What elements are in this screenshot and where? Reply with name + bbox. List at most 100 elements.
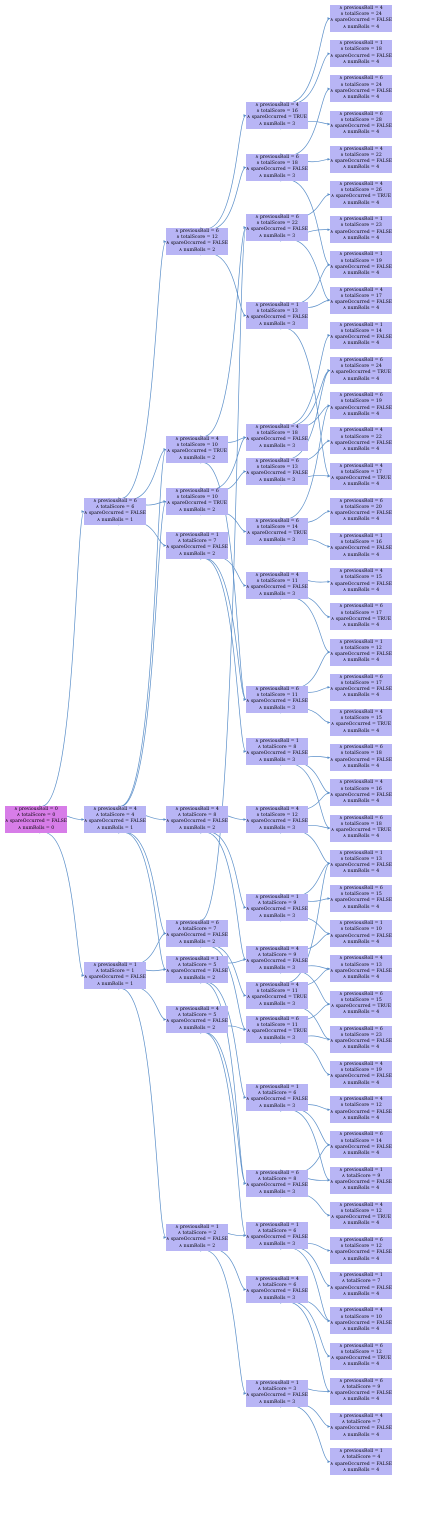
state-line: ∧ previousRoll = 1: [339, 1449, 383, 1455]
transition-edge: [279, 1040, 331, 1076]
transition-edge: [117, 500, 167, 807]
state-line: ∧ numRolls = 4: [342, 130, 380, 136]
state-line: ∧ numRolls = 3: [258, 1399, 296, 1405]
state-line: ∧ previousRoll = 6: [255, 519, 299, 524]
state-line: ∧ totalScore = 5: [177, 1013, 217, 1019]
state-line: ∧ numRolls = 4: [342, 482, 380, 488]
state-line: ∧ numRolls = 2: [178, 975, 216, 981]
state-line: ∧ previousRoll = 4: [339, 569, 383, 575]
state-line: ∧ numRolls = 3: [258, 321, 296, 327]
state-line: ∧ spareOccurred = FALSE: [246, 819, 308, 825]
state-node: ∧ previousRoll = 6∧ totalScore = 13∧ spa…: [246, 458, 308, 485]
state-node: ∧ previousRoll = 6∧ totalScore = 12∧ spa…: [166, 228, 228, 255]
state-line: ∧ totalScore = 23: [340, 223, 382, 229]
state-line: ∧ totalScore = 24: [340, 82, 382, 88]
state-line: ∧ totalScore = 13: [256, 309, 298, 315]
state-line: ∧ numRolls = 2: [178, 455, 216, 461]
state-line: ∧ totalScore = 12: [340, 1103, 382, 1109]
state-node: ∧ previousRoll = 1∧ totalScore = 5∧ spar…: [166, 956, 228, 983]
state-line: ∧ totalScore = 12: [340, 1209, 382, 1214]
state-line: ∧ totalScore = 20: [340, 505, 382, 510]
state-node: ∧ previousRoll = 6∧ totalScore = 12∧ spa…: [330, 1237, 392, 1264]
state-line: ∧ spareOccurred = FALSE: [84, 975, 146, 981]
state-line: ∧ spareOccurred = FALSE: [330, 1285, 392, 1291]
state-line: ∧ previousRoll = 6: [175, 489, 219, 494]
state-line: ∧ numRolls = 2: [178, 1025, 216, 1031]
state-line: ∧ previousRoll = 6: [339, 886, 383, 891]
state-node: ∧ previousRoll = 4∧ totalScore = 12∧ spa…: [330, 1096, 392, 1124]
state-line: ∧ spareOccurred = FALSE: [5, 819, 67, 825]
state-line: ∧ numRolls = 2: [178, 507, 216, 513]
state-node: ∧ previousRoll = 1∧ totalScore = 9∧ spar…: [330, 1166, 392, 1194]
root-state-node: ∧ previousRoll = 0∧ totalScore = 0∧ spar…: [5, 806, 67, 833]
state-node: ∧ previousRoll = 1∧ totalScore = 12∧ spa…: [330, 638, 392, 666]
state-line: ∧ totalScore = 19: [340, 1068, 382, 1074]
state-line: ∧ previousRoll = 1: [255, 1223, 299, 1228]
state-line: ∧ numRolls = 4: [342, 1362, 380, 1368]
state-line: ∧ numRolls = 4: [342, 1080, 380, 1086]
state-line: ∧ previousRoll = 6: [255, 1171, 299, 1176]
transition-edge: [199, 1032, 247, 1185]
state-line: ∧ previousRoll = 4: [339, 463, 383, 469]
state-line: ∧ previousRoll = 1: [339, 41, 383, 47]
transition-edge: [279, 263, 331, 305]
state-line: ∧ previousRoll = 6: [339, 674, 383, 680]
state-node: ∧ previousRoll = 6∧ totalScore = 10∧ spa…: [166, 488, 228, 515]
state-line: ∧ numRolls = 4: [342, 728, 380, 734]
state-line: ∧ totalScore = 14: [256, 525, 298, 531]
state-line: ∧ spareOccurred = FALSE: [246, 751, 308, 757]
transition-edge: [279, 762, 331, 795]
transition-edge: [117, 240, 167, 499]
transition-edge: [279, 328, 331, 478]
state-line: ∧ previousRoll = 4: [339, 182, 383, 187]
state-line: ∧ numRolls = 4: [342, 376, 380, 382]
state-line: ∧ spareOccurred = FALSE: [166, 1237, 228, 1243]
state-node: ∧ previousRoll = 4∧ totalScore = 13∧ spa…: [330, 955, 392, 983]
state-line: ∧ numRolls = 1: [96, 825, 134, 831]
state-line: ∧ spareOccurred = TRUE: [330, 1004, 392, 1009]
state-line: ∧ previousRoll = 1: [339, 217, 383, 223]
state-node: ∧ previousRoll = 6∧ totalScore = 17∧ spa…: [330, 603, 392, 631]
state-line: ∧ previousRoll = 4: [339, 428, 383, 434]
state-line: ∧ previousRoll = 1: [255, 303, 299, 308]
state-line: ∧ numRolls = 4: [342, 904, 380, 910]
state-node: ∧ previousRoll = 6∧ totalScore = 9∧ spar…: [330, 1377, 392, 1405]
state-line: ∧ spareOccurred = FALSE: [330, 405, 392, 411]
state-node: ∧ previousRoll = 6∧ totalScore = 18∧ spa…: [246, 154, 308, 181]
state-node: ∧ previousRoll = 4∧ totalScore = 11∧ spa…: [246, 572, 308, 599]
state-line: ∧ totalScore = 15: [340, 997, 382, 1003]
state-line: ∧ previousRoll = 1: [339, 921, 383, 927]
state-line: ∧ spareOccurred = FALSE: [330, 933, 392, 939]
state-line: ∧ numRolls = 4: [342, 552, 380, 558]
state-line: ∧ spareOccurred = FALSE: [246, 437, 308, 443]
state-line: ∧ previousRoll = 6: [339, 604, 383, 610]
state-line: ∧ numRolls = 3: [258, 477, 296, 483]
state-line: ∧ spareOccurred = FALSE: [246, 471, 308, 477]
state-line: ∧ totalScore = 18: [256, 431, 298, 437]
state-line: ∧ totalScore = 18: [340, 751, 382, 757]
state-line: ∧ previousRoll = 4: [255, 103, 299, 108]
state-line: ∧ previousRoll = 1: [255, 1085, 299, 1090]
state-line: ∧ numRolls = 4: [342, 306, 380, 312]
state-line: ∧ totalScore = 23: [340, 1033, 382, 1038]
state-node: ∧ previousRoll = 4∧ totalScore = 12∧ spa…: [330, 1201, 392, 1229]
state-line: ∧ spareOccurred = FALSE: [330, 863, 392, 869]
state-line: ∧ spareOccurred = FALSE: [246, 1097, 308, 1103]
state-node: ∧ previousRoll = 4∧ totalScore = 22∧ spa…: [330, 145, 392, 173]
state-node: ∧ previousRoll = 1∧ totalScore = 6∧ spar…: [246, 1222, 308, 1249]
state-line: ∧ spareOccurred = FALSE: [246, 907, 308, 913]
transition-edge: [117, 448, 167, 501]
state-line: ∧ totalScore = 18: [340, 821, 382, 827]
state-line: ∧ spareOccurred = FALSE: [166, 819, 228, 825]
state-line: ∧ numRolls = 4: [342, 939, 380, 945]
state-line: ∧ spareOccurred = TRUE: [330, 722, 392, 728]
state-line: ∧ previousRoll = 1: [175, 533, 219, 538]
state-line: ∧ totalScore = 9: [257, 953, 297, 959]
state-line: ∧ spareOccurred = FALSE: [330, 546, 392, 552]
state-line: ∧ numRolls = 4: [342, 1045, 380, 1051]
state-node: ∧ previousRoll = 6∧ totalScore = 7∧ spar…: [166, 920, 228, 947]
state-line: ∧ totalScore = 17: [340, 610, 382, 616]
state-node: ∧ previousRoll = 4∧ totalScore = 24∧ spa…: [330, 5, 392, 32]
state-line: ∧ numRolls = 3: [258, 1035, 296, 1041]
state-line: ∧ spareOccurred = FALSE: [330, 687, 392, 693]
